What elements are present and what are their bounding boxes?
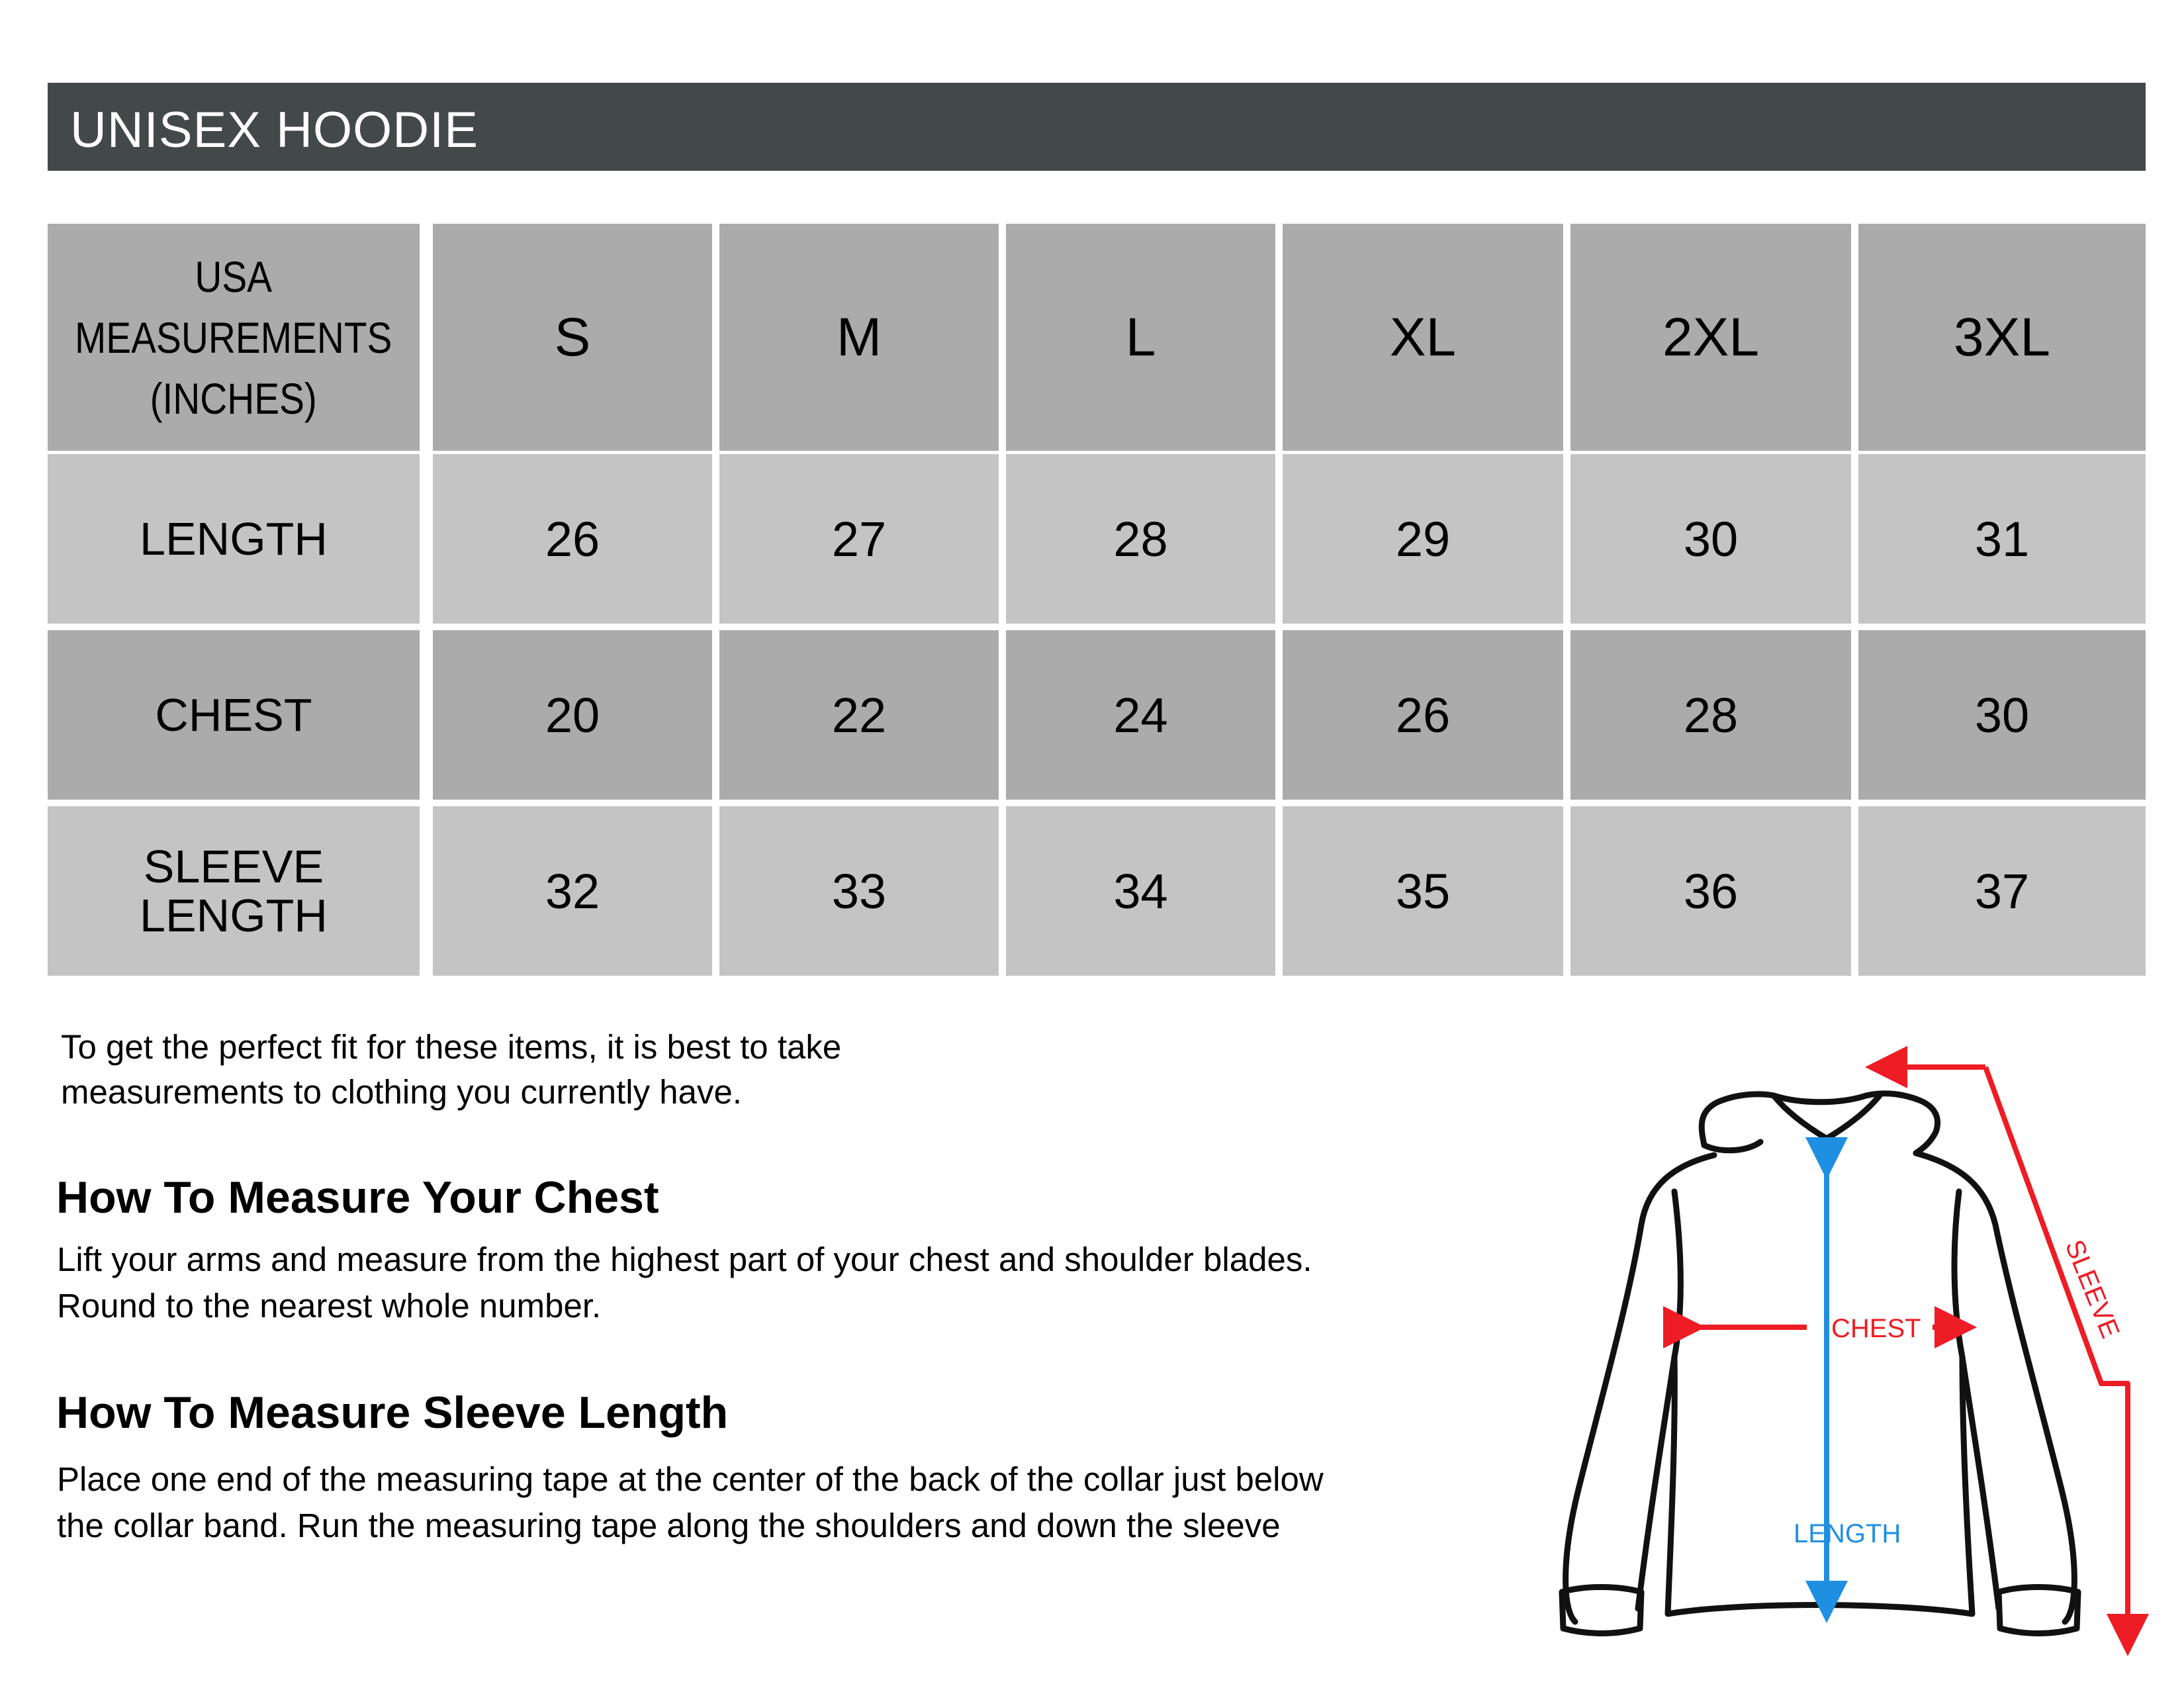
table-cell: 34: [1006, 806, 1275, 976]
table-cell: 20: [433, 630, 712, 800]
table-cell: 29: [1283, 454, 1563, 624]
sleeve-path: [1983, 1066, 2149, 1656]
cell-value: 36: [1683, 863, 1739, 919]
table-cell: 33: [719, 806, 999, 976]
cell-value: 32: [545, 863, 600, 919]
row-label-chest: CHEST: [48, 630, 420, 800]
row-label-length: LENGTH: [48, 454, 420, 624]
page-title: UNISEX HOODIE: [70, 102, 478, 158]
cell-value: 30: [1683, 511, 1739, 567]
chest-line: Round to the nearest whole number.: [57, 1287, 602, 1325]
cell-value: 31: [1974, 511, 2030, 567]
cuff-right: [1995, 1584, 2081, 1636]
title-bar: UNISEX HOODIE: [48, 83, 2146, 171]
cell-value: 37: [1974, 863, 2030, 919]
intro-line: measurements to clothing you currently h…: [61, 1073, 743, 1111]
table-cell: 28: [1570, 630, 1851, 800]
hood-outline: [1698, 1090, 1941, 1156]
cell-value: 34: [1113, 863, 1168, 919]
hem: [1664, 1354, 1976, 1617]
table-cell: 22: [719, 630, 999, 800]
length-label: LENGTH: [1794, 1519, 1901, 1548]
chest-instructions: Lift your arms and measure from the high…: [57, 1237, 1513, 1329]
cuff-left: [1559, 1584, 1645, 1636]
size-label: 3XL: [1954, 306, 2050, 367]
hoodie-outline: [1559, 1090, 2081, 1636]
chest-label: CHEST: [1831, 1314, 1921, 1343]
corner-label-line: MEASUREMENTS: [75, 312, 392, 362]
size-label: L: [1125, 306, 1156, 367]
cell-value: 28: [1113, 511, 1168, 567]
sleeve-line: Place one end of the measuring tape at t…: [57, 1460, 1324, 1498]
cell-value: 33: [831, 863, 887, 919]
table-cell: 26: [433, 454, 712, 624]
size-header-s: S: [433, 224, 712, 451]
cell-value: 28: [1683, 687, 1739, 743]
cell-value: 30: [1974, 687, 2030, 743]
row-label-line: SLEEVE: [143, 841, 324, 892]
cell-value: 26: [1395, 687, 1451, 743]
corner-label-line: (INCHES): [150, 373, 318, 423]
table-cell: 31: [1858, 454, 2146, 624]
table-cell: 36: [1570, 806, 1851, 976]
size-label: S: [554, 306, 591, 367]
sleeve-line: the collar band. Run the measuring tape …: [57, 1507, 1281, 1544]
row-label-line: LENGTH: [140, 890, 328, 941]
hood-rim: [1701, 1139, 1764, 1154]
size-header-2xl: 2XL: [1570, 224, 1851, 451]
table-cell: 35: [1283, 806, 1563, 976]
table-cell: 37: [1858, 806, 2146, 976]
cell-value: 29: [1395, 511, 1451, 567]
chest-line: Lift your arms and measure from the high…: [57, 1241, 1312, 1278]
cell-value: 24: [1113, 687, 1168, 743]
table-cell: 24: [1006, 630, 1275, 800]
table-cell: 28: [1006, 454, 1275, 624]
corner-label-line: USA: [195, 252, 273, 301]
row-label-line: LENGTH: [140, 513, 328, 565]
table-cell: 32: [433, 806, 712, 976]
intro-line: To get the perfect fit for these items, …: [61, 1028, 842, 1066]
cell-value: 22: [831, 687, 887, 743]
table-cell: 30: [1858, 630, 2146, 800]
size-header-xl: XL: [1283, 224, 1563, 451]
hoodie-diagram: LENGTH CHEST SLEEVE: [1559, 1046, 2149, 1656]
cell-value: 35: [1395, 863, 1451, 919]
sleeve-instructions: Place one end of the measuring tape at t…: [57, 1456, 1513, 1549]
chest-heading: How To Measure Your Chest: [56, 1172, 659, 1223]
body-right: [1913, 1150, 2077, 1625]
table-cell: 30: [1570, 454, 1851, 624]
body-left: [1563, 1152, 1717, 1625]
size-header-3xl: 3XL: [1858, 224, 2146, 451]
cell-value: 27: [831, 511, 887, 567]
size-header-l: L: [1006, 224, 1275, 451]
size-label: XL: [1389, 306, 1457, 367]
intro-text: To get the perfect fit for these items, …: [61, 1025, 1054, 1115]
corner-header: USA MEASUREMENTS (INCHES): [48, 224, 420, 451]
table-cell: 26: [1283, 630, 1563, 800]
size-header-m: M: [719, 224, 999, 451]
size-label: M: [836, 306, 882, 367]
size-label: 2XL: [1662, 306, 1759, 367]
sleeve-heading: How To Measure Sleeve Length: [56, 1387, 729, 1438]
row-label-line: CHEST: [155, 689, 312, 741]
cell-value: 26: [545, 511, 600, 567]
table-cell: 27: [719, 454, 999, 624]
cell-value: 20: [545, 687, 600, 743]
